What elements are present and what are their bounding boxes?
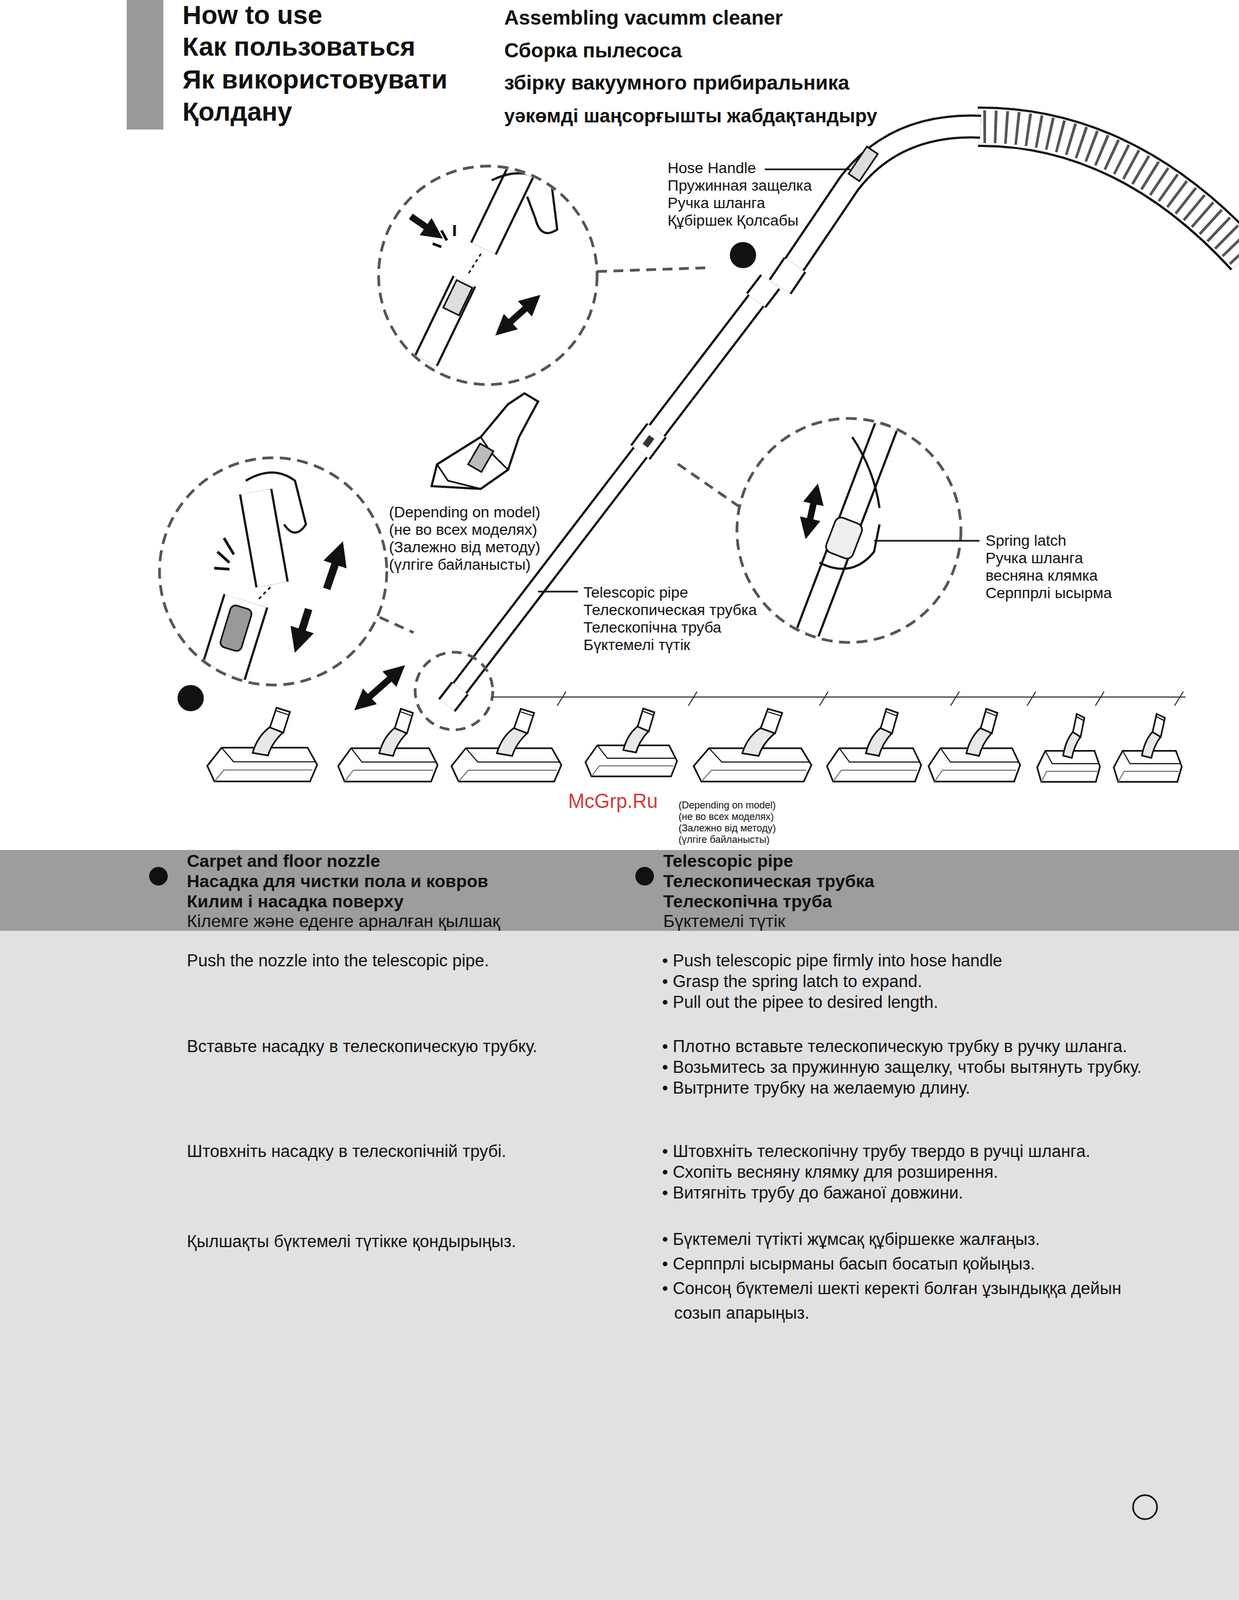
section-heading: Телескопічна труба bbox=[663, 891, 833, 912]
section-title: збірку вакуумного прибиральника bbox=[504, 71, 850, 95]
section-heading: Бүктемелі түтік bbox=[663, 911, 786, 931]
instruction-bullet: • Grasp the spring latch to expand. bbox=[662, 971, 1160, 993]
part-label: Ручка шланга bbox=[985, 549, 1084, 568]
model-note: (үлгіге байланысты) bbox=[678, 834, 770, 846]
instruction-bullet: • Схопіть весняну клямку для розширення. bbox=[662, 1161, 1160, 1183]
part-label: Құбіршек Қолсабы bbox=[667, 211, 799, 230]
page-title: Як використовувати bbox=[182, 64, 448, 96]
instruction-bullet: • Серппрлі ысырманы басып босатып қойыңы… bbox=[662, 1251, 1160, 1277]
instruction-bullet: • Штовхніть телескопічну трубу твердо в … bbox=[662, 1141, 1160, 1162]
section-heading: Telescopic pipe bbox=[663, 851, 794, 871]
instruction-text: Штовхніть насадку в телескопічній трубі. bbox=[186, 1141, 507, 1162]
instruction-text: Push the nozzle into the telescopic pipe… bbox=[186, 950, 489, 972]
part-label: Бүктемелі түтік bbox=[583, 636, 690, 654]
instruction-bullet: • Сонсоң бүктемелі шекті керекті болған … bbox=[662, 1276, 1160, 1326]
model-note: (Залежно від методу) bbox=[678, 822, 776, 835]
model-note: (Залежно від методу) bbox=[388, 538, 541, 557]
model-note: (Depending on model) bbox=[678, 799, 776, 812]
section-heading: Насадка для чистки пола и ковров bbox=[186, 871, 489, 892]
part-label: Телескопическая трубка bbox=[583, 601, 757, 619]
part-label: весняна клямка bbox=[985, 567, 1098, 585]
part-label: Телескопічна труба bbox=[583, 618, 722, 637]
model-note: (Depending on model) bbox=[388, 503, 541, 522]
part-label: Ручка шланга bbox=[667, 194, 766, 212]
part-label: Пружинная защелка bbox=[667, 177, 812, 195]
watermark: McGrp.Ru bbox=[568, 789, 658, 813]
section-heading: Телескопическая трубка bbox=[663, 871, 875, 892]
instruction-text: Вставьте насадку в телескопическую трубк… bbox=[186, 1036, 538, 1058]
section-title: Assembling vacumm cleaner bbox=[504, 6, 783, 30]
instruction-bullet: • Возьмитесь за пружинную защелку, чтобы… bbox=[662, 1057, 1160, 1078]
page-title: Қолдану bbox=[182, 96, 293, 128]
page-title: Как пользоваться bbox=[182, 31, 416, 63]
part-label: Hose Handle bbox=[667, 159, 757, 177]
section-title: уәкөмді шаңсорғышты жабдақтандыру bbox=[504, 104, 878, 128]
section-heading: Carpet and floor nozzle bbox=[186, 851, 381, 871]
instruction-bullet: • Вытрните трубку на желаемую длину. bbox=[662, 1077, 1160, 1099]
heading-band: Carpet and floor nozzleНасадка для чистк… bbox=[0, 850, 1239, 931]
model-note: (не во всех моделях) bbox=[678, 811, 774, 823]
part-label: Серппрлі ысырма bbox=[985, 584, 1112, 603]
model-note: (не во всех моделях) bbox=[388, 521, 538, 539]
section-title: Сборка пылесоса bbox=[504, 39, 682, 63]
section-heading: Кілемге және еденге арналған қылшақ bbox=[186, 911, 500, 931]
instruction-bullet: • Push telescopic pipe firmly into hose … bbox=[662, 950, 1160, 972]
part-label: Telescopic pipe bbox=[583, 583, 688, 602]
instruction-bullet: • Плотно вставьте телескопическую трубку… bbox=[662, 1036, 1160, 1058]
instruction-bullet: • Pull out the pipee to desired length. bbox=[662, 992, 1160, 1013]
instruction-text: Қылшақты бүктемелі түтікке қондырыңыз. bbox=[186, 1229, 517, 1254]
part-label: Spring latch bbox=[985, 532, 1067, 550]
section-heading: Килим і насадка поверху bbox=[186, 891, 404, 912]
instruction-bullet: • Витягніть трубу до бажаної довжини. bbox=[662, 1182, 1160, 1204]
instruction-bullet: • Бүктемелі түтікті жұмсақ құбіршекке жа… bbox=[662, 1226, 1160, 1252]
page-title: How to use bbox=[182, 0, 323, 31]
model-note: (үлгіге байланысты) bbox=[388, 556, 531, 574]
